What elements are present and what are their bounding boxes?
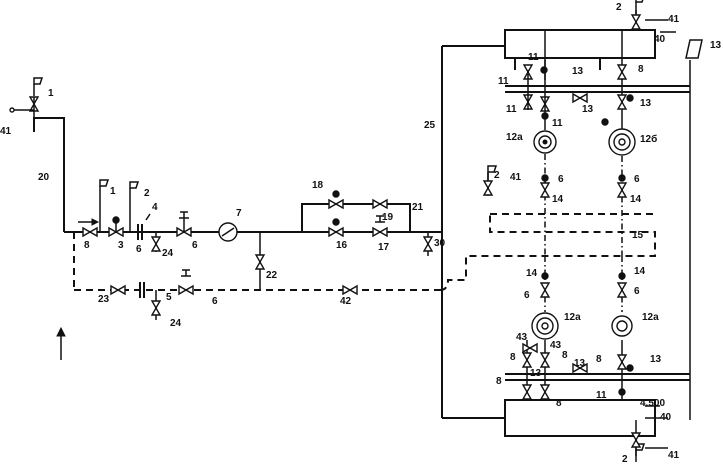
boiler-12b-upper bbox=[608, 128, 636, 156]
flange-4 bbox=[137, 213, 151, 240]
check-valve-42[interactable] bbox=[342, 285, 358, 295]
valve-23[interactable] bbox=[110, 285, 126, 295]
label-6: 6 bbox=[524, 290, 530, 301]
label-1: 1 bbox=[48, 88, 54, 99]
valve-6-return[interactable] bbox=[178, 269, 194, 295]
label-6: 6 bbox=[634, 286, 640, 297]
label-6: 6 bbox=[136, 244, 142, 255]
label-6: 6 bbox=[634, 174, 640, 185]
label-19: 19 bbox=[382, 212, 394, 223]
label-13: 13 bbox=[530, 368, 542, 379]
label-41: 41 bbox=[510, 172, 522, 183]
label-11: 11 bbox=[528, 52, 539, 63]
label-12a: 12а bbox=[642, 312, 659, 323]
label-42: 42 bbox=[340, 296, 352, 307]
label-8: 8 bbox=[84, 240, 90, 251]
flange-5 bbox=[139, 282, 145, 298]
label-8: 8 bbox=[510, 352, 516, 363]
label-18: 18 bbox=[312, 180, 324, 191]
label-14: 14 bbox=[630, 194, 642, 205]
label-40: 40 bbox=[654, 34, 666, 45]
vent-1-2-left bbox=[99, 179, 139, 232]
label-41: 41 bbox=[668, 450, 680, 461]
label-11: 11 bbox=[498, 76, 509, 87]
label-8: 8 bbox=[562, 350, 568, 361]
label-13: 13 bbox=[650, 354, 662, 365]
label-13: 13 bbox=[572, 66, 584, 77]
label-8: 8 bbox=[556, 398, 562, 409]
label-6: 6 bbox=[192, 240, 198, 251]
label-13: 13 bbox=[640, 98, 652, 109]
label-12a: 12а bbox=[564, 312, 581, 323]
label-40: 40 bbox=[660, 412, 672, 423]
label-8: 8 bbox=[496, 376, 502, 387]
label-41: 41 bbox=[0, 126, 12, 137]
label-14: 14 bbox=[526, 268, 538, 279]
label-24: 24 bbox=[170, 318, 182, 329]
label-43: 43 bbox=[516, 332, 528, 343]
return-line bbox=[73, 214, 656, 291]
label-7: 7 bbox=[236, 208, 242, 219]
upper-valves[interactable] bbox=[523, 60, 634, 130]
valve-8-main[interactable] bbox=[82, 227, 98, 237]
label-12a: 12а bbox=[506, 132, 523, 143]
upper-boiler-outlets bbox=[483, 154, 655, 256]
label-13: 13 bbox=[710, 40, 722, 51]
label-21: 21 bbox=[412, 202, 424, 213]
drain-24-bottom bbox=[151, 290, 161, 320]
label-13: 13 bbox=[582, 104, 594, 115]
inlet-arrow bbox=[56, 218, 100, 360]
boiler-12a-lower-left bbox=[531, 312, 559, 340]
label-11: 11 bbox=[506, 104, 517, 115]
label-24: 24 bbox=[162, 248, 174, 259]
label-8: 8 bbox=[638, 64, 644, 75]
label-1: 1 bbox=[110, 186, 116, 197]
valve-18[interactable] bbox=[328, 190, 344, 209]
label-30: 30 bbox=[434, 238, 446, 249]
label-11: 11 bbox=[552, 118, 563, 129]
label-2: 2 bbox=[494, 170, 500, 181]
valve-16[interactable] bbox=[328, 218, 344, 237]
drain-24-top bbox=[151, 232, 161, 252]
bypass-22[interactable] bbox=[255, 232, 265, 290]
label-2: 2 bbox=[144, 188, 150, 199]
label-22: 22 bbox=[266, 270, 278, 281]
label-2: 2 bbox=[622, 454, 628, 465]
label-20: 20 bbox=[38, 172, 50, 183]
label-14: 14 bbox=[634, 266, 646, 277]
label-8: 8 bbox=[596, 354, 602, 365]
label-3: 3 bbox=[118, 240, 124, 251]
vent-riser-left bbox=[9, 77, 65, 232]
lower-boiler-inlets bbox=[540, 256, 627, 312]
label-2: 2 bbox=[616, 2, 622, 13]
boiler-12a-upper bbox=[533, 130, 557, 154]
pump-7[interactable] bbox=[218, 222, 238, 242]
label-14: 14 bbox=[552, 194, 564, 205]
valve-19[interactable] bbox=[372, 199, 388, 209]
label-43: 43 bbox=[550, 340, 562, 351]
label-13: 13 bbox=[574, 358, 586, 369]
label-12b: 12б bbox=[640, 133, 657, 145]
label-5: 5 bbox=[166, 292, 172, 303]
valve-6-main[interactable] bbox=[176, 211, 192, 237]
label-4: 4 bbox=[152, 202, 158, 213]
label-6: 6 bbox=[212, 296, 218, 307]
valve-3[interactable] bbox=[108, 216, 124, 237]
label-41: 41 bbox=[668, 14, 680, 25]
label-17: 17 bbox=[378, 242, 390, 253]
label-4500: 4.500 bbox=[640, 398, 665, 409]
label-23: 23 bbox=[98, 294, 110, 305]
label-25: 25 bbox=[424, 120, 436, 131]
upper-boiler-block bbox=[504, 0, 703, 420]
label-6: 6 bbox=[558, 174, 564, 185]
main-supply-line bbox=[64, 45, 505, 419]
label-15: 15 bbox=[632, 230, 644, 241]
boiler-12a-lower-right bbox=[611, 315, 633, 337]
label-11: 11 bbox=[596, 390, 607, 401]
label-16: 16 bbox=[336, 240, 348, 251]
drain-30 bbox=[423, 232, 433, 256]
